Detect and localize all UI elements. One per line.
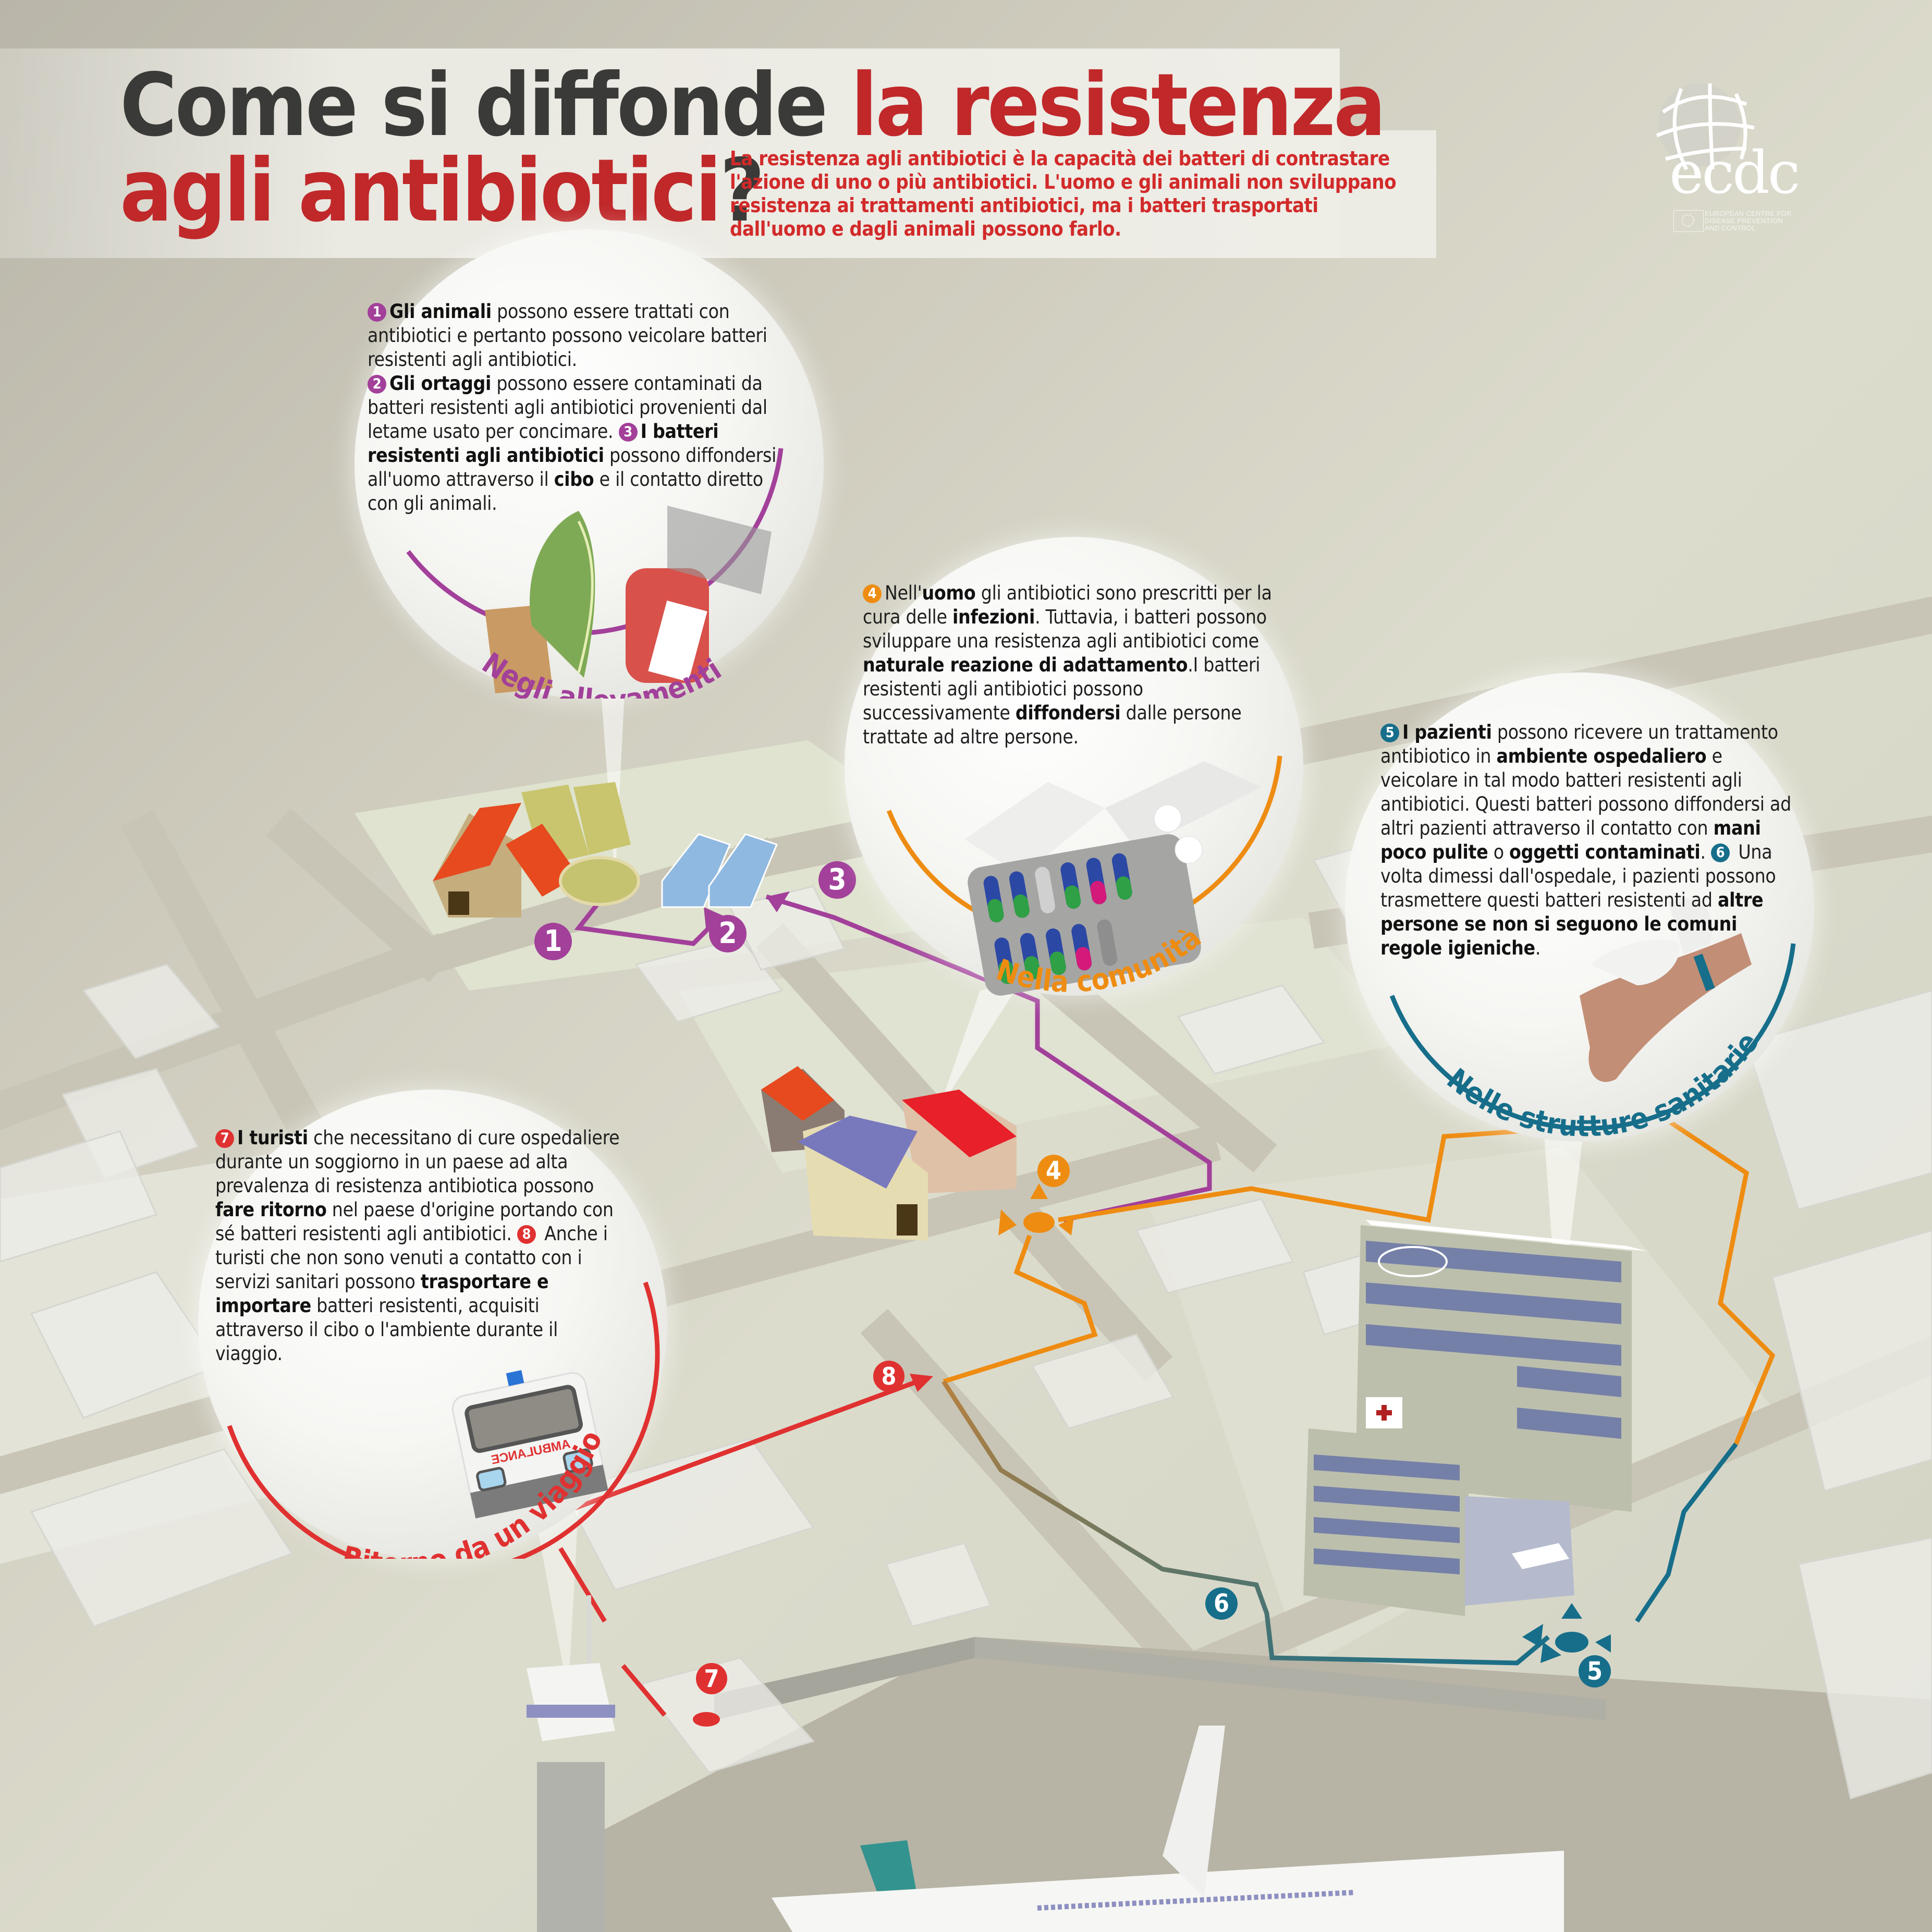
marker-6: 6 bbox=[1205, 1587, 1238, 1620]
num-8-icon: 8 bbox=[517, 1225, 536, 1244]
title-dark-part: Come si diffonde bbox=[120, 55, 851, 156]
num-1-icon: 1 bbox=[368, 303, 386, 322]
marker-2: 2 bbox=[709, 915, 747, 952]
globe-icon bbox=[1656, 83, 1755, 170]
gloved-hand-icon bbox=[1590, 939, 1680, 985]
title-red-part-2: agli antibiotici bbox=[120, 141, 722, 241]
title-red-part-1: la resistenza bbox=[851, 55, 1386, 156]
marker-1: 1 bbox=[534, 923, 572, 960]
community-callout-art: Nella comunità bbox=[886, 755, 1282, 996]
lettuce-leaf-icon bbox=[530, 511, 595, 678]
tablet-icon bbox=[1154, 804, 1182, 833]
num-2-icon: 2 bbox=[368, 375, 386, 394]
title-panel-extension bbox=[1340, 130, 1436, 258]
farm-callout-art: Negli allevamenti bbox=[406, 448, 784, 699]
marker-7: 7 bbox=[696, 1663, 727, 1694]
patient-hand-icon bbox=[1580, 933, 1752, 1082]
marker-3: 3 bbox=[818, 861, 856, 899]
intro-text: La resistenza agli antibiotici è la capa… bbox=[730, 147, 1397, 240]
num-7-icon: 7 bbox=[215, 1129, 234, 1148]
marker-8: 8 bbox=[873, 1361, 904, 1392]
marker-4: 4 bbox=[1037, 1155, 1070, 1187]
page-title: Come si diffonde la resistenza agli anti… bbox=[120, 62, 1386, 236]
num-3-icon: 3 bbox=[618, 423, 638, 442]
title-question-mark: ? bbox=[719, 141, 765, 241]
eu-flag-icon bbox=[1673, 210, 1704, 232]
marker-5: 5 bbox=[1579, 1655, 1611, 1688]
healthcare-callout-art: Nelle strutture sanitarie bbox=[1389, 898, 1796, 1142]
ecdc-logo: ecdc EUROPEAN CENTRE FOR DISEASE PREVENT… bbox=[1637, 76, 1814, 242]
travel-callout-art: AMBULANCE Ritorno da un viaggio bbox=[227, 1281, 660, 1559]
title-panel bbox=[0, 48, 1340, 258]
num-5-icon: 5 bbox=[1380, 724, 1399, 742]
ambulance-icon: AMBULANCE bbox=[451, 1370, 608, 1519]
num-4-icon: 4 bbox=[863, 584, 882, 603]
ecdc-wordmark: ecdc bbox=[1669, 139, 1800, 207]
num-6-icon: 6 bbox=[1711, 843, 1730, 862]
ecdc-fullname: EUROPEAN CENTRE FOR DISEASE PREVENTION A… bbox=[1705, 210, 1792, 232]
